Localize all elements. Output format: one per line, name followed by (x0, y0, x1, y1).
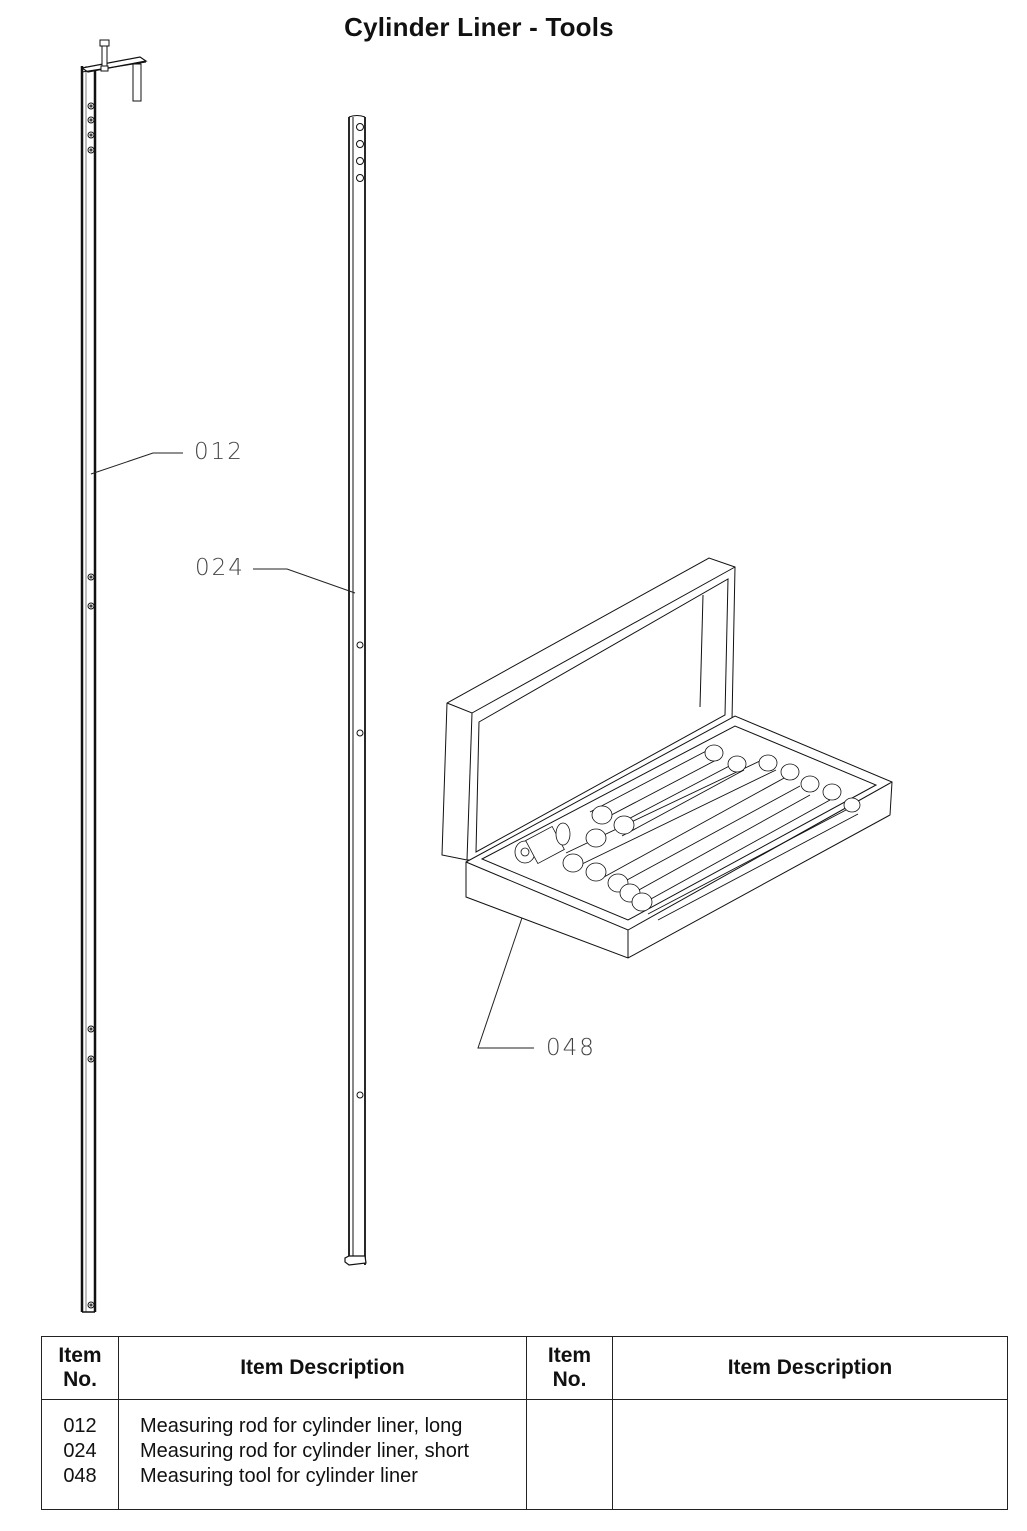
item-no: 012 (63, 1415, 97, 1437)
rod-012-long (80, 39, 148, 1313)
callout-024: 024 (195, 555, 245, 581)
item-description: Measuring rod for cylinder liner, long (140, 1415, 463, 1437)
item-description: Measuring tool for cylinder liner (140, 1465, 418, 1487)
parts-drawing (80, 39, 893, 1313)
item-numbers-cell: 012 024 048 (41, 1399, 119, 1510)
parts-table: Item No. Item Description Item No. Item … (41, 1336, 1008, 1510)
leader-lines (90, 452, 534, 1049)
rod-024-short (344, 115, 367, 1266)
callout-048: 048 (546, 1035, 596, 1061)
item-descriptions-cell: Measuring rod for cylinder liner, long M… (118, 1399, 527, 1510)
table-header-row: Item No. Item Description Item No. Item … (41, 1336, 1008, 1400)
header-item-description-left: Item Description (118, 1336, 527, 1400)
item-no: 048 (63, 1465, 97, 1487)
item-no: 024 (63, 1440, 97, 1462)
page-title: Cylinder Liner - Tools (344, 12, 614, 42)
empty-item-no-cell (526, 1399, 613, 1510)
table-body-row: 012 024 048 Measuring rod for cylinder l… (41, 1399, 1008, 1510)
header-no-line2-right: No. (552, 1368, 587, 1391)
header-item-no-left: Item No. (41, 1336, 119, 1400)
header-item-line1: Item (58, 1344, 102, 1367)
empty-description-cell (612, 1399, 1008, 1510)
item-description: Measuring rod for cylinder liner, short (140, 1440, 470, 1462)
header-no-line2: No. (63, 1368, 97, 1391)
callout-012: 012 (194, 439, 244, 465)
header-item-description-right: Item Description (612, 1336, 1008, 1400)
header-item-no-right: Item No. (526, 1336, 613, 1400)
header-item-line1-right: Item (547, 1344, 592, 1367)
tool-case-048 (441, 557, 893, 959)
